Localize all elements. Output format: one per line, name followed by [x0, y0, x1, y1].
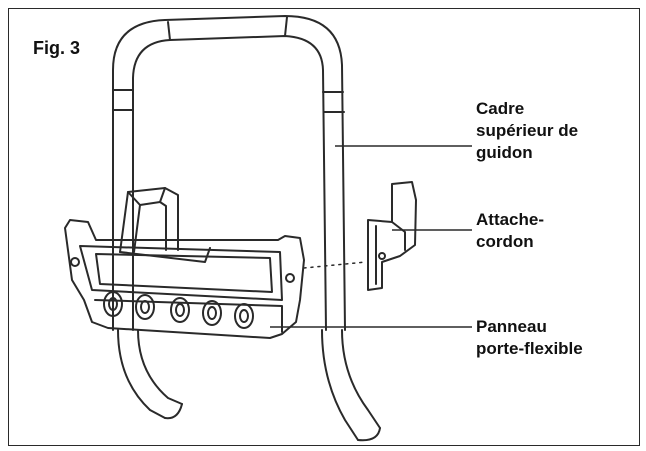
- callout-upper-handle-frame: Cadre supérieur de guidon: [476, 98, 578, 164]
- callout-hose-panel: Panneau porte-flexible: [476, 316, 583, 360]
- callout-line: Panneau: [476, 317, 547, 336]
- callout-line: supérieur de: [476, 121, 579, 140]
- callout-cord-hook: Attache- cordon: [476, 209, 544, 253]
- hose-clips: [103, 291, 254, 329]
- callout-line: Attache-: [476, 210, 545, 229]
- callout-line: guidon: [476, 143, 533, 162]
- callout-line: cordon: [476, 232, 534, 251]
- figure-title: Fig. 3: [33, 38, 81, 58]
- cord-hook: [367, 181, 417, 291]
- hose-holder-panel: [64, 187, 305, 339]
- callout-line: Cadre: [476, 99, 525, 118]
- upper-handle-frame: [112, 15, 381, 442]
- leader-lines: [270, 145, 472, 328]
- callout-line: porte-flexible: [476, 339, 583, 358]
